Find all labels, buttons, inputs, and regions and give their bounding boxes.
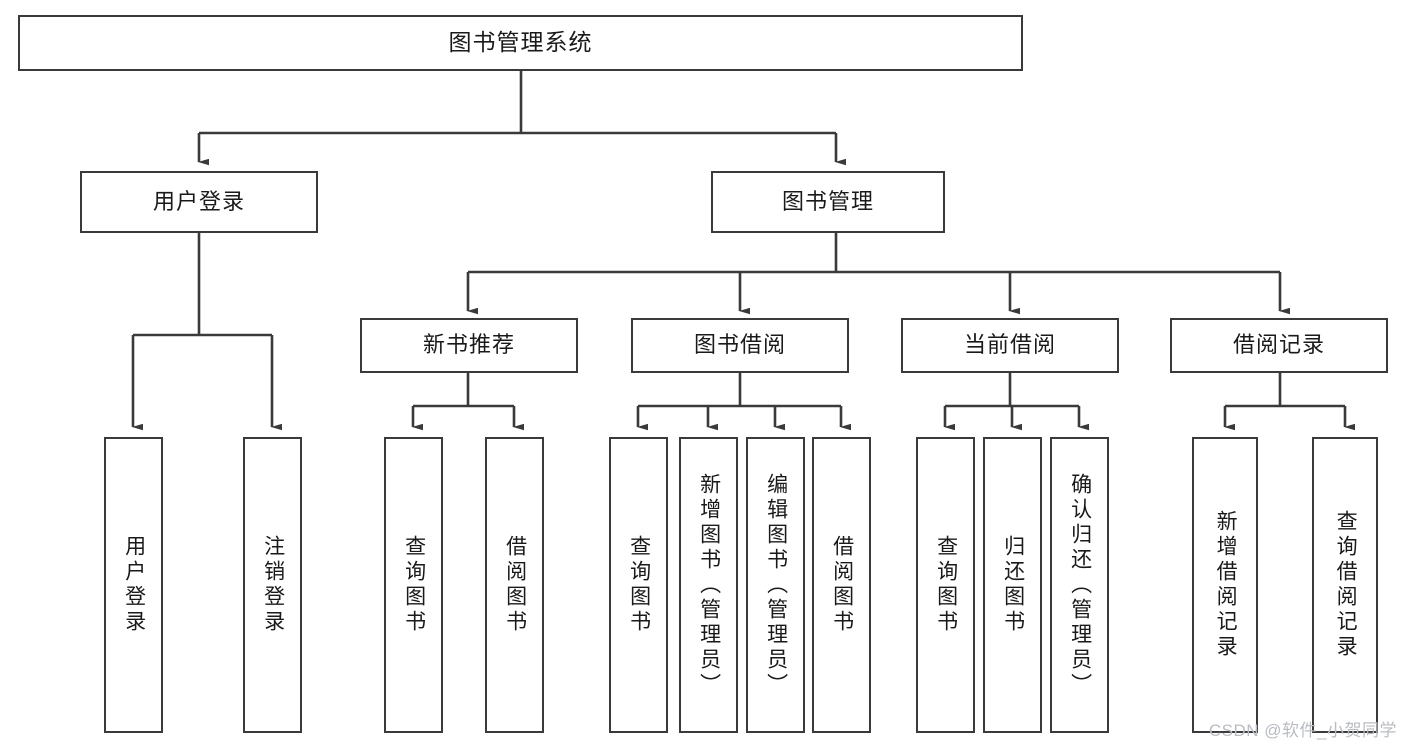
- node-label: 查询图书: [934, 535, 958, 635]
- node-label: 编辑图书（管理员）: [764, 472, 788, 698]
- node-label: 确认归还（管理员）: [1068, 472, 1092, 698]
- leaf-current-confirm-return-admin[interactable]: 确认归还（管理员）: [1050, 437, 1109, 733]
- node-root-system[interactable]: 图书管理系统: [18, 15, 1023, 71]
- leaf-borrow-borrow-book[interactable]: 借阅图书: [812, 437, 871, 733]
- leaf-record-query-record[interactable]: 查询借阅记录: [1312, 437, 1378, 733]
- node-label: 用户登录: [152, 188, 245, 214]
- node-label: 借阅图书: [503, 535, 527, 635]
- leaf-recommend-query-book[interactable]: 查询图书: [384, 437, 443, 733]
- node-label: 图书借阅: [693, 332, 786, 358]
- node-label: 归还图书: [1001, 535, 1025, 635]
- leaf-user-login-login[interactable]: 用户登录: [104, 437, 163, 733]
- node-book-borrow[interactable]: 图书借阅: [631, 318, 849, 373]
- node-label: 借阅记录: [1232, 332, 1325, 358]
- node-label: 新增借阅记录: [1214, 510, 1238, 660]
- node-label: 借阅图书: [830, 535, 854, 635]
- leaf-current-query-book[interactable]: 查询图书: [916, 437, 975, 733]
- watermark-text: CSDN @软件_小贺同学: [1208, 721, 1397, 740]
- leaf-record-add-record[interactable]: 新增借阅记录: [1192, 437, 1258, 733]
- node-label: 查询图书: [402, 535, 426, 635]
- node-label: 用户登录: [122, 535, 146, 635]
- node-label: 图书管理: [781, 188, 874, 214]
- node-new-book-recommend[interactable]: 新书推荐: [360, 318, 578, 373]
- leaf-borrow-query-book[interactable]: 查询图书: [609, 437, 668, 733]
- node-label: 查询图书: [627, 535, 651, 635]
- leaf-borrow-edit-book-admin[interactable]: 编辑图书（管理员）: [746, 437, 805, 733]
- node-label: 新书推荐: [422, 332, 515, 358]
- node-label: 查询借阅记录: [1334, 510, 1358, 660]
- node-label: 新增图书（管理员）: [697, 472, 721, 698]
- node-current-borrow[interactable]: 当前借阅: [901, 318, 1119, 373]
- leaf-recommend-borrow-book[interactable]: 借阅图书: [485, 437, 544, 733]
- node-label: 图书管理系统: [448, 29, 593, 56]
- node-user-login[interactable]: 用户登录: [80, 171, 318, 233]
- leaf-user-login-logout[interactable]: 注销登录: [243, 437, 302, 733]
- leaf-current-return-book[interactable]: 归还图书: [983, 437, 1042, 733]
- leaf-borrow-add-book-admin[interactable]: 新增图书（管理员）: [679, 437, 738, 733]
- node-label: 当前借阅: [963, 332, 1056, 358]
- node-label: 注销登录: [261, 535, 285, 635]
- node-borrow-record[interactable]: 借阅记录: [1170, 318, 1388, 373]
- node-book-management[interactable]: 图书管理: [711, 171, 945, 233]
